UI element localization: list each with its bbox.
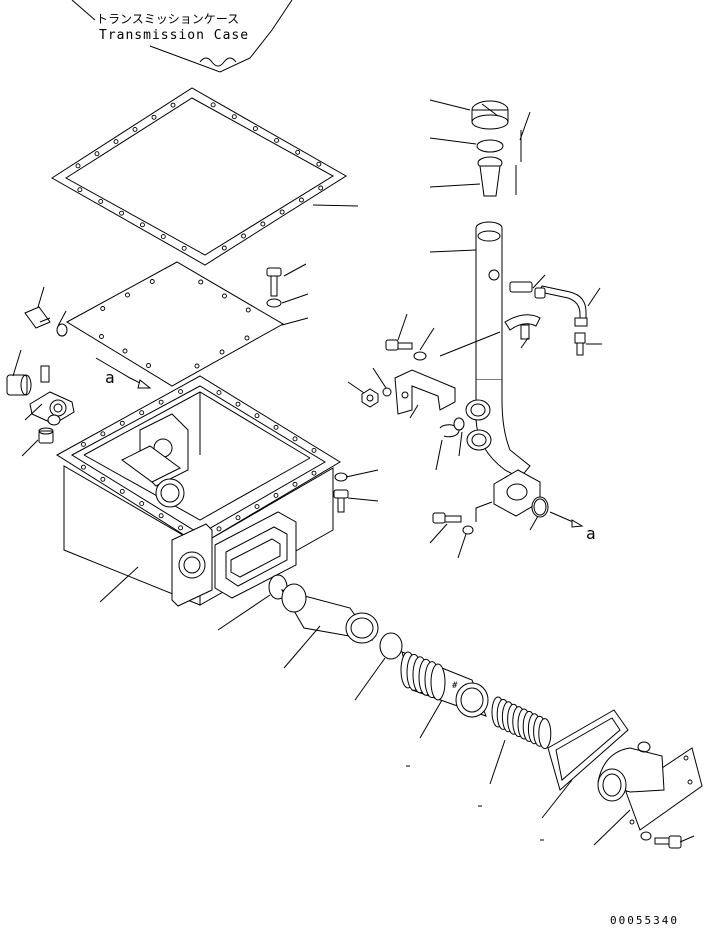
bolt-hole <box>232 115 236 119</box>
bolt-hole <box>78 188 82 192</box>
bolt-hole <box>274 425 278 429</box>
transmission-case-outline <box>72 0 292 72</box>
bolt-hole <box>120 211 124 215</box>
bolt-hole <box>319 186 323 190</box>
box-side-bolts <box>334 470 378 512</box>
bolt-hole <box>126 293 130 297</box>
bolt-hole <box>120 489 124 493</box>
bolt-hole <box>101 307 105 311</box>
bolt-hole <box>236 402 240 406</box>
bolt-hole <box>255 505 259 509</box>
bolt-hole <box>76 164 80 168</box>
cover-bolts <box>267 205 358 325</box>
drawing-code: 00055340 <box>610 914 679 927</box>
bolt-hole <box>147 364 151 368</box>
bolt-hole <box>246 308 250 312</box>
bolt-hole <box>120 421 124 425</box>
reference-mark-a-left: a <box>105 368 116 387</box>
spring-coil <box>539 719 551 749</box>
bolt-hole <box>182 246 186 250</box>
bolt-hole <box>223 294 227 298</box>
transmission-case-label-en: Transmission Case <box>99 28 250 43</box>
bolt-hole <box>140 411 144 415</box>
bolt-hole <box>81 465 85 469</box>
bolt-hole <box>133 127 137 131</box>
thread-ring <box>431 664 445 700</box>
bolt-hole <box>236 516 240 520</box>
bolt-hole <box>101 477 105 481</box>
reference-mark-a-right: a <box>586 524 597 543</box>
bolt-hole <box>222 246 226 250</box>
bolt-hole <box>100 335 104 339</box>
bolt-hole <box>293 482 297 486</box>
bolt-hole <box>140 223 144 227</box>
bolt-hole <box>123 349 127 353</box>
bolt-hole <box>245 336 249 340</box>
bolt-hole <box>261 222 265 226</box>
bolt-hole <box>253 127 257 131</box>
bolt-hole <box>101 432 105 436</box>
bolt-hole <box>296 150 300 154</box>
bolt-hole <box>217 391 221 395</box>
filler-pipe-assembly <box>348 100 602 558</box>
left-fittings <box>7 287 150 456</box>
svg-text:#: # <box>452 681 458 691</box>
bolt-hole <box>280 210 284 214</box>
housing-box <box>57 376 340 606</box>
strainer-assembly: # <box>218 575 702 848</box>
bolt-hole <box>95 152 99 156</box>
bolt-hole <box>99 199 103 203</box>
bolt-hole <box>317 162 321 166</box>
bolt-hole <box>114 140 118 144</box>
bolt-hole <box>140 502 144 506</box>
bolt-hole <box>293 437 297 441</box>
transmission-case-label-jp: トランスミッションケース <box>96 12 240 26</box>
bolt-hole <box>275 138 279 142</box>
bolt-hole <box>255 414 259 418</box>
bolt-hole <box>150 280 154 284</box>
bolt-hole <box>159 400 163 404</box>
bolt-hole <box>179 526 183 530</box>
bolt-hole <box>195 364 199 368</box>
bolt-hole <box>312 471 316 475</box>
bolt-hole <box>81 442 85 446</box>
bolt-hole <box>152 115 156 119</box>
bolt-hole <box>217 527 221 531</box>
bolt-hole <box>211 103 215 107</box>
cover-plate <box>67 262 283 386</box>
case-gasket <box>52 88 346 265</box>
bolt-hole <box>312 448 316 452</box>
bolt-hole <box>161 235 165 239</box>
bolt-hole <box>171 103 175 107</box>
bolt-hole <box>179 390 183 394</box>
bolt-hole <box>299 198 303 202</box>
bolt-hole <box>159 514 163 518</box>
bolt-hole <box>220 350 224 354</box>
bolt-hole <box>199 280 203 284</box>
bolt-hole <box>242 234 246 238</box>
bolt-hole <box>274 493 278 497</box>
